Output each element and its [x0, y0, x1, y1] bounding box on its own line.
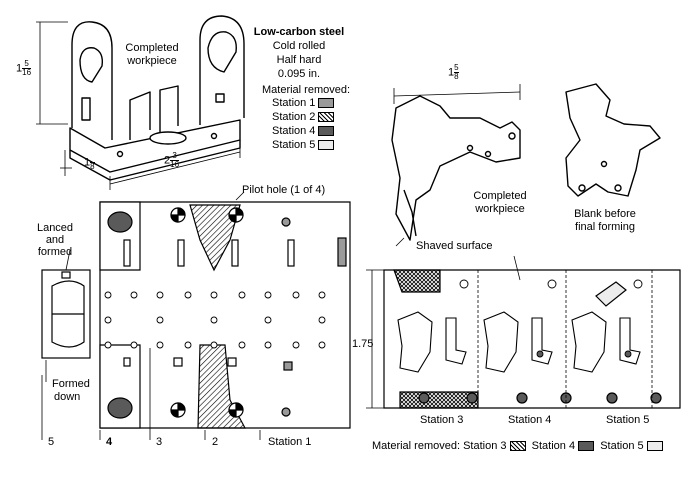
station-label-1: Station 1 — [268, 436, 312, 448]
legend-left-label: Station 2 — [272, 111, 316, 123]
shaved-surface-label: Shaved surface — [416, 240, 493, 252]
legend-swatch-s3 — [509, 441, 526, 452]
right-strip-layout — [383, 269, 681, 409]
latch-caption-1: Completed — [473, 190, 527, 202]
bracket-caption-2: workpiece — [127, 55, 177, 67]
material-process: Cold rolled — [272, 40, 326, 52]
station-label-4: 4 — [106, 436, 113, 448]
dim-num: 5 — [454, 63, 459, 73]
formed-label-2: down — [54, 391, 81, 403]
legend-swatch — [318, 140, 335, 151]
lanced-label-1: Lanced — [36, 222, 74, 234]
right-station-3: Station 3 — [420, 414, 464, 426]
legend-right: Material removed: Station 3 Station 4 St… — [372, 440, 663, 452]
pilot-hole-label: Pilot hole (1 of 4) — [242, 184, 326, 196]
dim-fraction: 8 — [90, 154, 95, 171]
material-title: Low-carbon steel — [253, 26, 345, 38]
bracket-workpiece-drawing — [69, 15, 245, 181]
legend-right-s4: Station 4 — [531, 440, 576, 452]
station-label-5: 5 — [48, 436, 55, 448]
dim-den: 8 — [454, 72, 459, 81]
legend-right-title: Material removed: Station 3 — [372, 440, 507, 452]
station-label-2: 2 — [212, 436, 219, 448]
legend-left-title: Material removed: — [262, 84, 351, 96]
legend-left-label: Station 5 — [272, 139, 316, 151]
dim-whole: 1 — [448, 66, 455, 79]
blank-caption-1: Blank before — [574, 208, 636, 220]
dim-whole: 2 — [164, 154, 171, 167]
legend-left-label: Station 1 — [272, 97, 316, 109]
right-station-5: Station 5 — [606, 414, 650, 426]
legend-swatch — [318, 112, 335, 123]
legend-left-item-3: Station 4 — [272, 125, 335, 137]
dim-num: 3 — [170, 152, 180, 161]
left-strip-leaders — [45, 191, 245, 382]
legend-right-s5: Station 5 — [600, 440, 644, 452]
right-station-4: Station 4 — [508, 414, 552, 426]
legend-swatch-s5 — [646, 441, 663, 452]
dim-den: 8 — [90, 162, 95, 171]
dim-num — [90, 154, 95, 163]
left-strip-layout — [41, 201, 351, 440]
formed-label-1: Formed — [52, 378, 90, 390]
bracket-caption-1: Completed — [125, 42, 179, 54]
bracket-dimensions — [36, 21, 241, 190]
station-label-3: 3 — [156, 436, 163, 448]
legend-left-item-4: Station 5 — [272, 139, 335, 151]
dim-whole: 1 — [16, 62, 23, 75]
latch-caption-2: workpiece — [475, 203, 525, 215]
dim-den: 16 — [22, 68, 32, 77]
latch-dimensions — [393, 84, 521, 247]
legend-left-item-1: Station 1 — [272, 97, 335, 109]
legend-left-label: Station 4 — [272, 125, 316, 137]
lanced-label-3: formed — [37, 246, 73, 258]
blank-before-forming-drawing — [565, 83, 661, 197]
dim-num: 5 — [22, 60, 32, 69]
legend-swatch — [318, 98, 335, 109]
right-strip-dimension — [366, 255, 521, 409]
latch-workpiece-drawing — [391, 95, 521, 241]
lanced-label-2: and — [45, 234, 65, 246]
legend-left-item-2: Station 2 — [272, 111, 335, 123]
bracket-thickness-dim: 1 8 — [84, 154, 95, 171]
dim-den: 16 — [170, 160, 180, 169]
dim-whole: 1 — [84, 156, 91, 169]
legend-swatch-s4 — [578, 441, 595, 452]
material-temper: Half hard — [276, 54, 322, 66]
right-strip-height: 1.75 — [352, 338, 374, 350]
blank-caption-2: final forming — [575, 221, 635, 233]
material-thickness: 0.095 in. — [277, 68, 321, 80]
legend-swatch — [318, 126, 335, 137]
